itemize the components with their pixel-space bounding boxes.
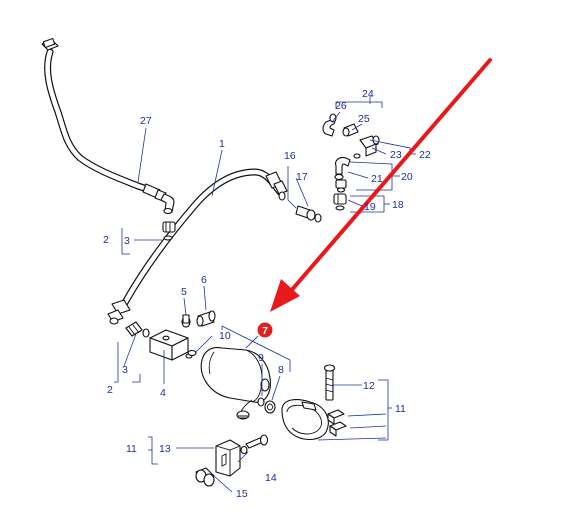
part-15-spacer [195,467,215,487]
callout-12[interactable]: 12 [363,380,375,392]
highlight-badge-7[interactable]: 7 [257,322,273,338]
part-6-fitting [196,310,216,327]
part-21-fitting [335,179,347,193]
callout-13[interactable]: 13 [159,443,171,455]
leader-lines [114,96,416,493]
callout-3-upper[interactable]: 3 [124,235,130,247]
part-4-block-adapter [149,329,193,361]
part-13-bracket [215,439,241,477]
callout-14[interactable]: 14 [265,472,277,484]
callout-25[interactable]: 25 [358,113,370,125]
part-26-elbow [322,113,337,137]
callout-27[interactable]: 27 [140,115,152,127]
part-23-tee-fitting [359,135,380,157]
callout-5[interactable]: 5 [181,286,187,298]
callout-19[interactable]: 19 [364,201,376,213]
part-22-oring [353,153,361,159]
part-17-fitting [295,205,322,223]
callout-23[interactable]: 23 [390,149,402,161]
part-8-washer [264,400,276,414]
callout-9[interactable]: 9 [258,352,264,364]
red-pointer-arrow [270,58,492,312]
hose-1 [107,168,288,325]
clamp-nut-upper [327,409,345,425]
part-25-fitting [342,123,359,137]
callout-6[interactable]: 6 [201,274,207,286]
clamp-nut-lower [329,421,347,437]
part-12-bolt [323,364,336,401]
hose-1-end-fitting-upper [265,171,288,201]
part-5-plug [181,314,191,328]
callout-8[interactable]: 8 [278,364,284,376]
part-21-elbow [334,156,351,181]
callout-15[interactable]: 15 [236,488,248,500]
part-11-clamp-band [281,399,329,441]
callout-16[interactable]: 16 [284,150,296,162]
callout-3-lower[interactable]: 3 [122,364,128,376]
callout-labels: 27 1 2 3 5 6 10 9 8 3 2 4 12 11 11 13 14… [103,88,431,500]
callout-22[interactable]: 22 [419,149,431,161]
callout-17[interactable]: 17 [296,171,308,183]
callout-11-right[interactable]: 11 [395,403,406,415]
callout-18[interactable]: 18 [392,199,404,211]
hose-1-end-fitting-lower [107,299,131,325]
callout-10[interactable]: 10 [219,330,231,342]
hose-27 [41,37,175,215]
callout-1[interactable]: 1 [219,138,225,150]
part-19-fitting [333,193,347,211]
callout-21[interactable]: 21 [371,173,383,185]
part-10-oring [187,349,197,357]
hose-27-end-fitting [142,183,175,215]
callout-20[interactable]: 20 [401,171,413,183]
callout-24[interactable]: 24 [362,88,374,100]
fitting-3-upper [162,221,176,241]
highlight-badge-number: 7 [262,325,268,337]
callout-26[interactable]: 26 [335,100,347,112]
callout-11-left[interactable]: 11 [126,443,137,455]
callout-2-lower[interactable]: 2 [107,384,113,396]
part-9-washer [257,397,265,407]
part-14-bolt [240,434,269,455]
callout-2-upper[interactable]: 2 [103,234,109,246]
fitting-3-lower [125,321,150,338]
accumulator-protective-cap [236,399,253,420]
callout-4[interactable]: 4 [160,387,166,399]
